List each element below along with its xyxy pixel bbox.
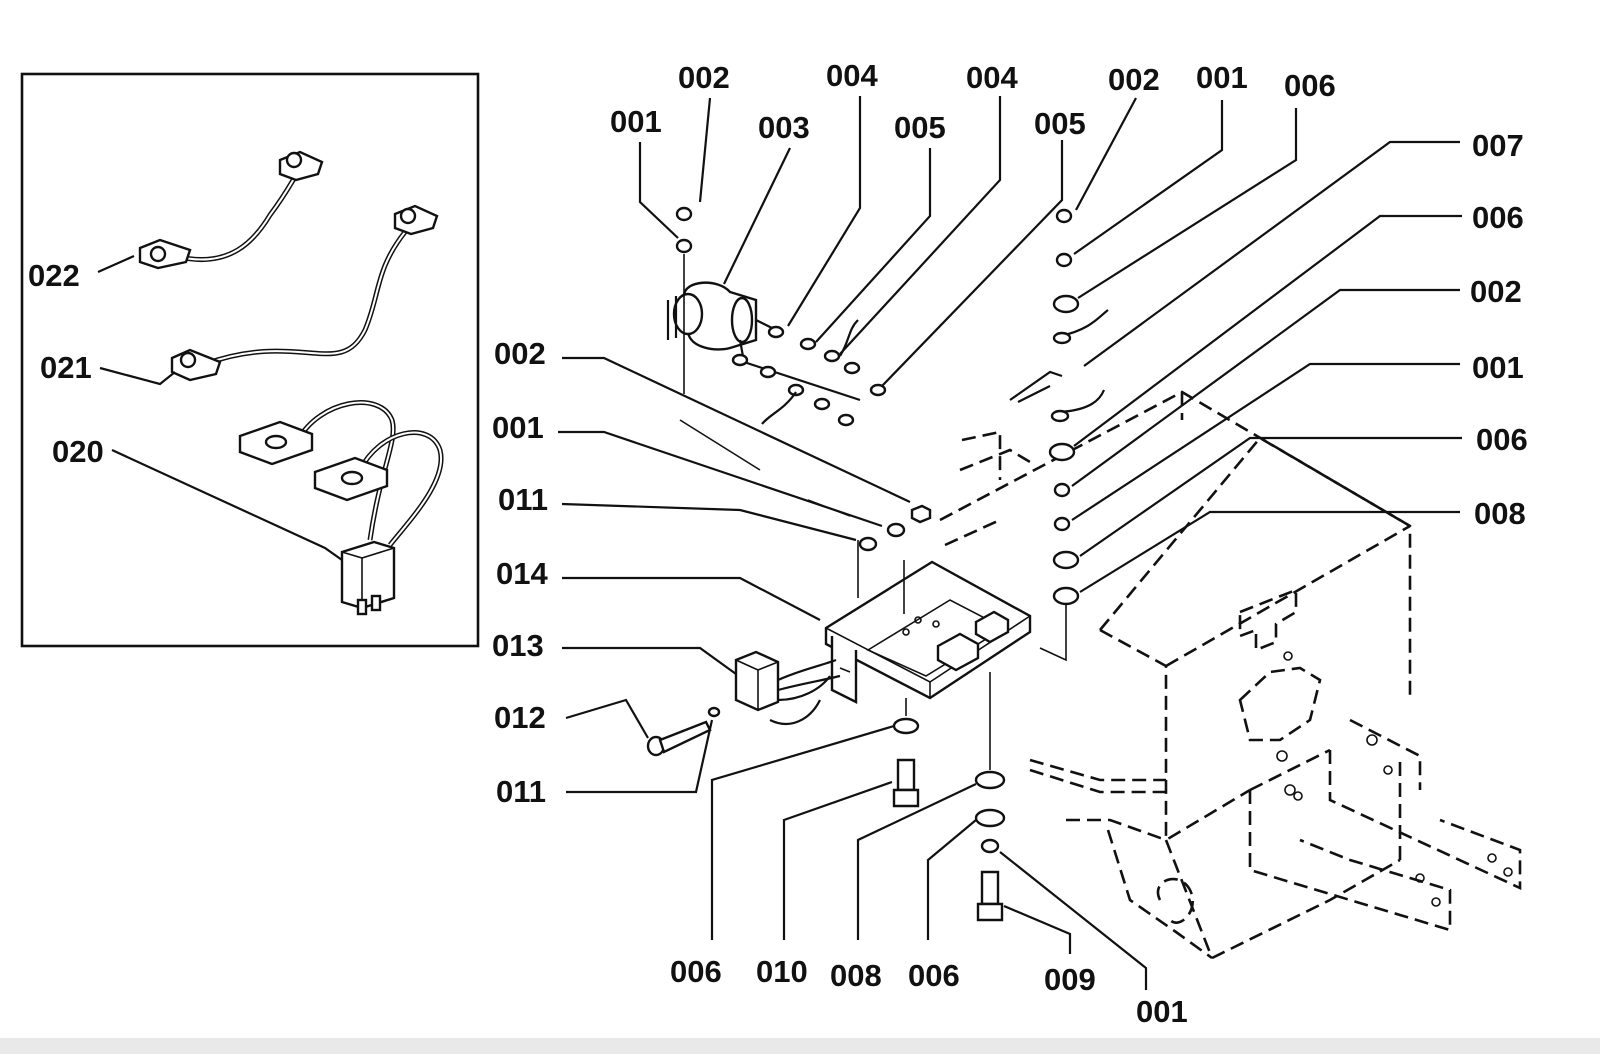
bracket-014 (824, 540, 1032, 704)
callout-bottom-008b: 008 (830, 958, 882, 993)
callout-left-002d: 002 (494, 336, 546, 371)
callout-labels: 022 021 020 001 002 003 004 005 004 005 … (28, 58, 1528, 1029)
callout-left-001d: 001 (492, 410, 544, 445)
callout-right-007: 007 (1472, 128, 1524, 163)
callout-right-008a: 008 (1474, 496, 1526, 531)
leader-021 (99, 366, 176, 386)
leader-020 (111, 449, 343, 561)
callout-top-004a: 004 (826, 58, 878, 93)
cable-022 (138, 150, 324, 270)
callout-top-004b: 004 (966, 60, 1018, 95)
callout-top-005b: 005 (1034, 106, 1086, 141)
callout-top-002a: 002 (678, 60, 730, 95)
bolt-009-stack (974, 672, 1006, 922)
callout-top-006a: 006 (1284, 68, 1336, 103)
callout-bottom-006d: 006 (670, 954, 722, 989)
callout-bottom-006e: 006 (908, 958, 960, 993)
callout-bottom-010: 010 (756, 954, 808, 989)
leader-lines (558, 96, 1462, 990)
callout-top-005a: 005 (894, 110, 946, 145)
callout-left-011a: 011 (498, 482, 548, 517)
callout-left-013: 013 (492, 628, 544, 663)
inset-panel (20, 72, 480, 648)
fuse-holder-013 (734, 650, 841, 725)
bolt-010-stack (892, 698, 920, 808)
callout-right-001c: 001 (1472, 350, 1524, 385)
harness-020 (238, 400, 444, 616)
inset-frame (20, 72, 480, 648)
right-stud-stack (1009, 208, 1109, 662)
callout-bottom-001e: 001 (1136, 994, 1188, 1029)
solenoid-003 (666, 281, 861, 402)
callout-right-006c: 006 (1476, 422, 1528, 457)
callout-left-014: 014 (496, 556, 548, 591)
callout-left-011b: 011 (496, 774, 546, 809)
bracket-top-hardware (858, 504, 932, 552)
callout-top-001b: 001 (1196, 60, 1248, 95)
cable-021 (170, 204, 439, 382)
callout-left-012: 012 (494, 700, 546, 735)
callout-right-002c: 002 (1470, 274, 1522, 309)
callout-inset-020: 020 (52, 434, 104, 469)
stud-washers-lower (731, 353, 855, 427)
bottom-scan-edge (0, 1038, 1600, 1054)
callout-top-001a: 001 (610, 104, 662, 139)
callout-right-006b: 006 (1472, 200, 1524, 235)
leader-022 (97, 254, 135, 274)
stud-left-hardware (675, 206, 693, 394)
callout-top-003: 003 (758, 110, 810, 145)
callout-inset-022: 022 (28, 258, 80, 293)
callout-bottom-009: 009 (1044, 962, 1096, 997)
callout-top-002b: 002 (1108, 62, 1160, 97)
callout-inset-021: 021 (40, 350, 92, 385)
